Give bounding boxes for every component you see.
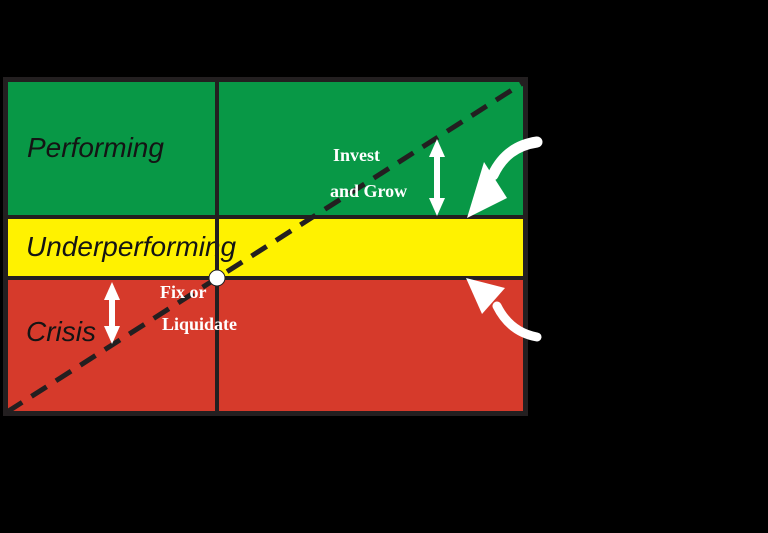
zone-crisis: Crisis: [8, 280, 523, 411]
zone-performing: Performing: [8, 82, 523, 215]
fix-or-liquidate-label-line2: Liquidate: [162, 314, 238, 334]
zone-underperforming: Underperforming: [8, 219, 523, 276]
zone-performing-label: Performing: [27, 132, 164, 163]
zone-underperforming-label: Underperforming: [26, 231, 237, 262]
zone-crisis-label: Crisis: [26, 316, 96, 347]
vertical-axis-line: [215, 82, 219, 411]
invest-and-grow-label-line2: and Grow: [330, 181, 408, 201]
performance-matrix: Performing Underperforming Crisis: [3, 77, 528, 416]
invest-and-grow-label-line1: Invest: [333, 145, 381, 165]
fix-or-liquidate-label-line1: Fix or: [160, 282, 207, 302]
